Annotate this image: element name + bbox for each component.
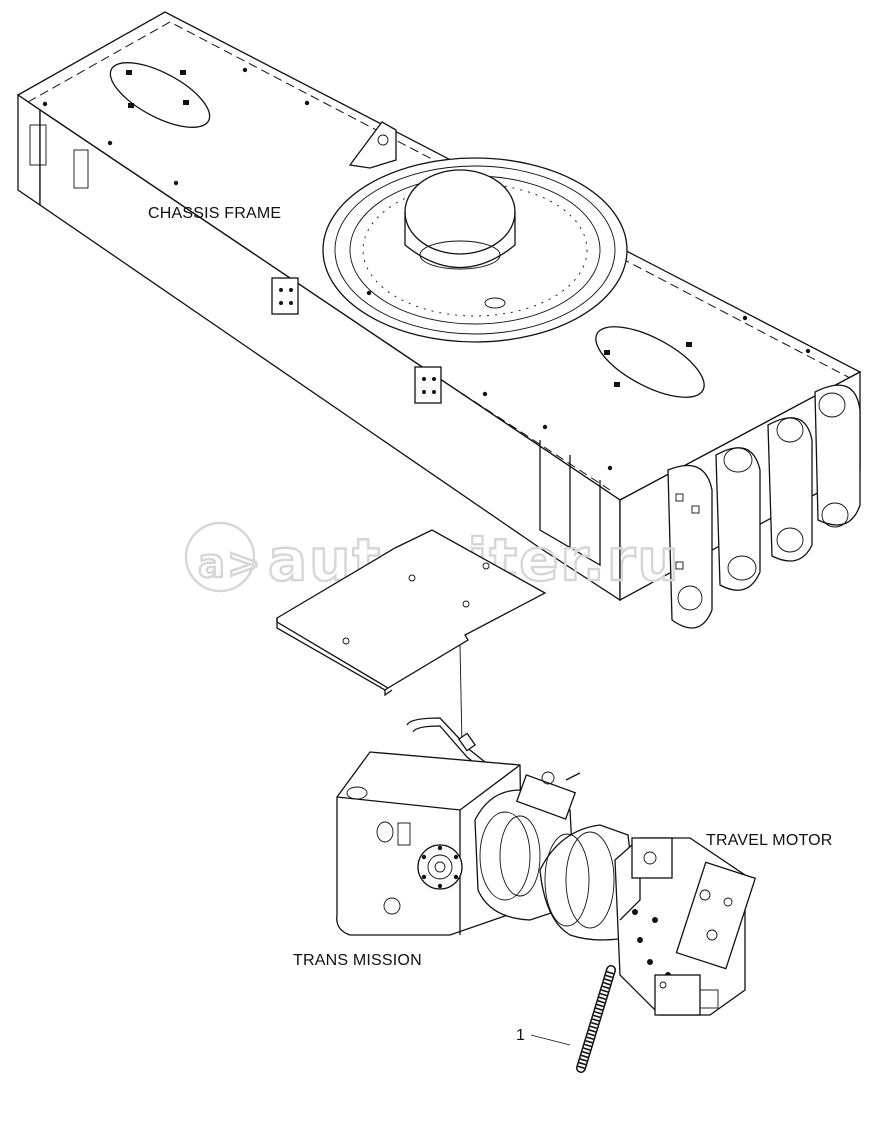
travel-motor-label: TRAVEL MOTOR [706, 832, 833, 849]
part-1-bolt [530, 965, 616, 1073]
transmission-drawing [336, 717, 581, 936]
part-number-1-label: 1 [516, 1027, 525, 1044]
chassis-frame-drawing [16, 11, 862, 629]
travel-motor-drawing [539, 824, 757, 1016]
chassis-frame-label: CHASSIS FRAME [148, 205, 281, 222]
track-frame-lugs [667, 384, 861, 629]
cover-plate-drawing [276, 529, 547, 746]
watermark-symbol: a> [198, 541, 263, 587]
trans-mission-label: TRANS MISSION [293, 952, 422, 969]
frame-bolt-dots [42, 67, 811, 471]
